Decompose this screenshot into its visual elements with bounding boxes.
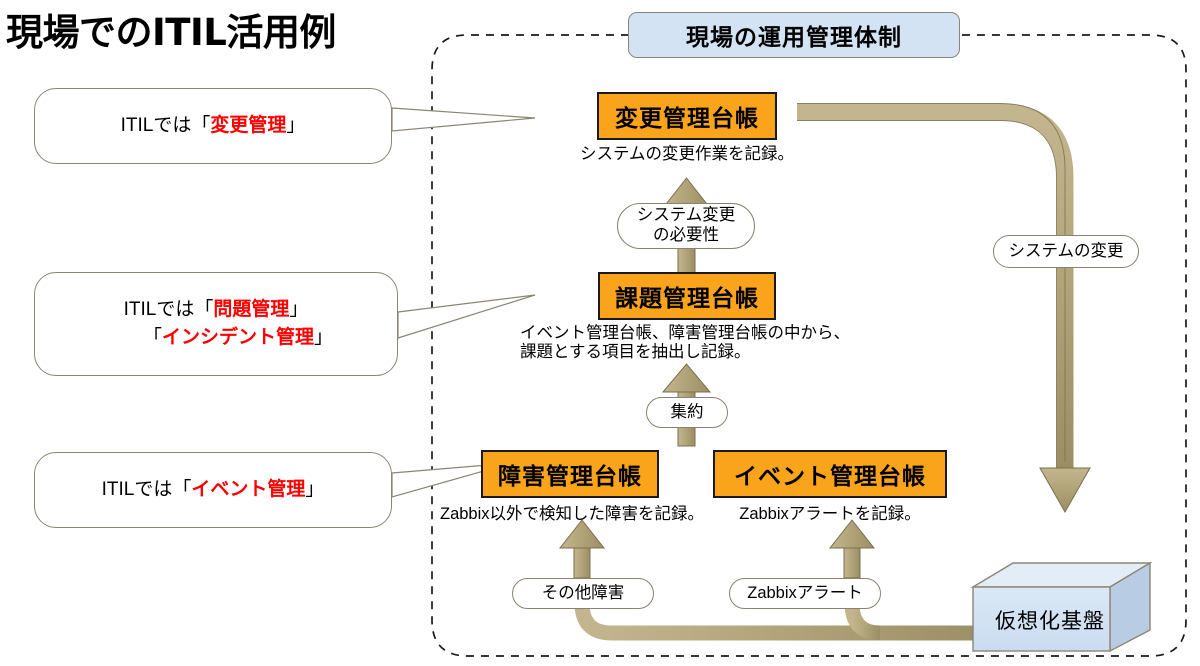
callout-line: 「インシデント管理」 xyxy=(142,327,334,348)
group-boundary xyxy=(431,34,1187,657)
callout-line: ITILでは「問題管理」 xyxy=(123,299,309,321)
flow-arrowhead-to-cube xyxy=(1039,467,1091,514)
register-change-management[interactable]: 変更管理台帳 xyxy=(597,92,777,140)
flow-label-system-change-need: システム変更 の必要性 xyxy=(617,203,755,249)
flow-label-other-fault: その他障害 xyxy=(512,578,654,609)
callout-change-management[interactable]: ITILでは「変更管理」 xyxy=(34,88,392,164)
callout-event-management[interactable]: ITILでは「イベント管理」 xyxy=(34,452,392,528)
flow-label-zabbix-alert: Zabbixアラート xyxy=(729,578,881,609)
callout-tail-problem xyxy=(397,294,536,339)
register-event-management[interactable]: イベント管理台帳 xyxy=(713,450,947,498)
flow-label-aggregation: 集約 xyxy=(646,397,728,428)
virtualization-platform-label: 仮想化基盤 xyxy=(995,609,1105,633)
register-fault-management-caption: Zabbix以外で検知した障害を記録。 xyxy=(440,505,705,523)
register-issue-management[interactable]: 課題管理台帳 xyxy=(598,272,776,320)
arrow-zabbix-alert-up xyxy=(828,519,876,579)
page-title: 現場でのITIL活用例 xyxy=(6,11,336,54)
virtualization-cube xyxy=(970,561,1153,653)
group-header-box: 現場の運用管理体制 xyxy=(628,12,960,58)
register-fault-management[interactable]: 障害管理台帳 xyxy=(481,450,659,498)
register-label: 障害管理台帳 xyxy=(498,464,642,490)
register-label: イベント管理台帳 xyxy=(734,464,926,490)
group-header-label: 現場の運用管理体制 xyxy=(686,25,902,51)
register-label: 変更管理台帳 xyxy=(615,106,759,132)
flow-change-to-right-outline xyxy=(797,103,1066,462)
register-change-management-caption: システムの変更作業を記録。 xyxy=(579,145,794,163)
callout-tail-change xyxy=(391,107,536,132)
arrow-other-fault-up xyxy=(558,519,606,579)
register-event-management-caption: Zabbixアラートを記録。 xyxy=(739,505,921,523)
callout-line: ITILでは「変更管理」 xyxy=(120,115,306,137)
callout-problem-incident-management[interactable]: ITILでは「問題管理」 「インシデント管理」 xyxy=(34,272,398,376)
callout-line: ITILでは「イベント管理」 xyxy=(101,479,325,501)
flow-label-system-change: システムの変更 xyxy=(993,235,1139,268)
flow-change-to-right-outline2 xyxy=(797,120,1057,470)
register-issue-management-caption: イベント管理台帳、障害管理台帳の中から、 課題とする項目を抽出し記録。 xyxy=(520,324,850,362)
register-label: 課題管理台帳 xyxy=(615,286,759,312)
